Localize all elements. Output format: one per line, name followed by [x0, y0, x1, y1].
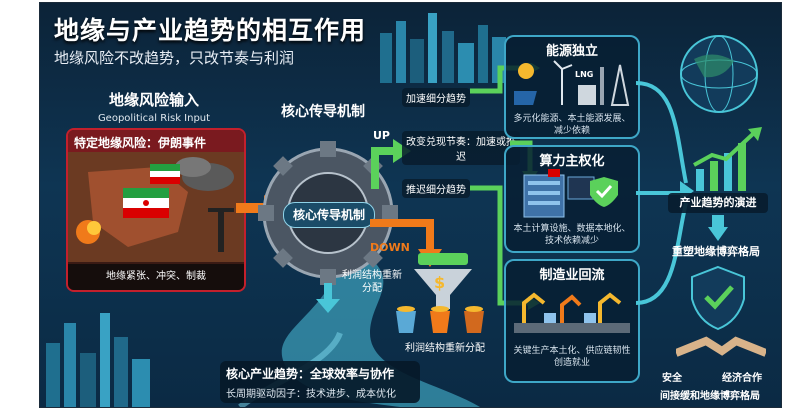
balance-label: 间接缓和地缘博弈格局: [660, 391, 760, 402]
evolution-label: 产业趋势的演进: [668, 193, 768, 213]
accelerate-label: 加速细分趋势: [402, 88, 470, 107]
input-heading-block: 地缘风险输入 Geopolitical Risk Input: [66, 89, 242, 139]
profit-realloc-bottom-label: 利润结构重新分配: [405, 343, 485, 354]
trend-drivers: 长周期驱动因子：技术进步、成本优化: [226, 389, 396, 400]
core-heading: 核心传导机制: [281, 104, 365, 120]
skyline-top-illustration: [380, 13, 506, 83]
trend-title: 核心产业趋势：全球效率与协作: [226, 367, 395, 381]
input-subheading: Geopolitical Risk Input: [97, 113, 211, 124]
delay-label: 推迟细分趋势: [402, 179, 470, 198]
input-heading: 地缘风险输入: [108, 91, 199, 109]
funnel-illustration: [414, 253, 472, 309]
page-subtitle: 地缘风险不改趋势，只改节奏与利润: [54, 49, 295, 67]
gear-down-arrow: [316, 283, 340, 313]
page-title: 地缘与产业趋势的相互作用: [54, 16, 367, 45]
panel-energy-title: 能源独立: [545, 44, 598, 59]
panel-energy-desc: 多元化能源、本土能源发展、减少依赖: [513, 114, 631, 136]
gear-label: 核心传导机制: [283, 202, 375, 228]
reshape-arrow: [708, 215, 728, 241]
iran-flag-small-icon: [150, 164, 180, 184]
panel-energy: 能源独立 LNG 多元化能源、本土能源发展、减少依赖: [504, 35, 640, 139]
handshake-icon: [676, 336, 766, 357]
panel-manufacturing-title: 制造业回流: [539, 268, 605, 283]
coin-icon: $: [434, 273, 446, 292]
down-badge: DOWN: [370, 241, 410, 254]
iran-flag-icon: [123, 188, 169, 218]
up-badge: UP: [373, 129, 390, 142]
panel-manufacturing-desc: 关键生产本土化、供应链韧性创造就业: [513, 346, 631, 368]
lng-label: LNG: [575, 70, 594, 79]
panel-manufacturing: 制造业回流 关键生产本土化、供应链韧性创造就业: [504, 259, 640, 383]
conflict-map-illustration: [68, 152, 244, 262]
shield-icon: [691, 265, 745, 331]
panel-compute: 算力主权化 本土计算设施、数据本地化、技术依赖减少: [504, 145, 640, 253]
city-skyline-illustration: [46, 313, 150, 407]
security-label: 安全: [662, 373, 682, 384]
trend-box: 核心产业趋势：全球效率与协作 长周期驱动因子：技术进步、成本优化: [220, 361, 420, 403]
event-caption: 地缘紧张、冲突、制裁: [68, 264, 244, 290]
globe-icon: [680, 35, 758, 113]
economic-label: 经济合作: [722, 373, 762, 384]
event-card: 特定地缘风险：伊朗事件 地缘紧张、冲突、制裁: [66, 128, 246, 292]
panel-compute-desc: 本土计算设施、数据本地化、技术依赖减少: [513, 224, 631, 246]
server-icon: [523, 169, 618, 218]
reshape-label: 重塑地缘博弈格局: [672, 245, 760, 258]
panel-compute-title: 算力主权化: [539, 154, 605, 169]
infographic-frame: 地缘与产业趋势的相互作用 地缘风险不改趋势，只改节奏与利润 地缘风险输入 Geo…: [39, 2, 782, 408]
factory-icon: [514, 292, 630, 333]
change-rhythm-label: 改变兑现节奏：加速或推迟: [402, 131, 520, 165]
coin-cups-illustration: [396, 306, 484, 333]
profit-realloc-label: 利润结构重新分配: [342, 270, 402, 294]
growth-chart-icon: [693, 127, 762, 191]
event-title: 特定地缘风险：伊朗事件: [68, 130, 244, 155]
energy-icon: [514, 60, 630, 106]
